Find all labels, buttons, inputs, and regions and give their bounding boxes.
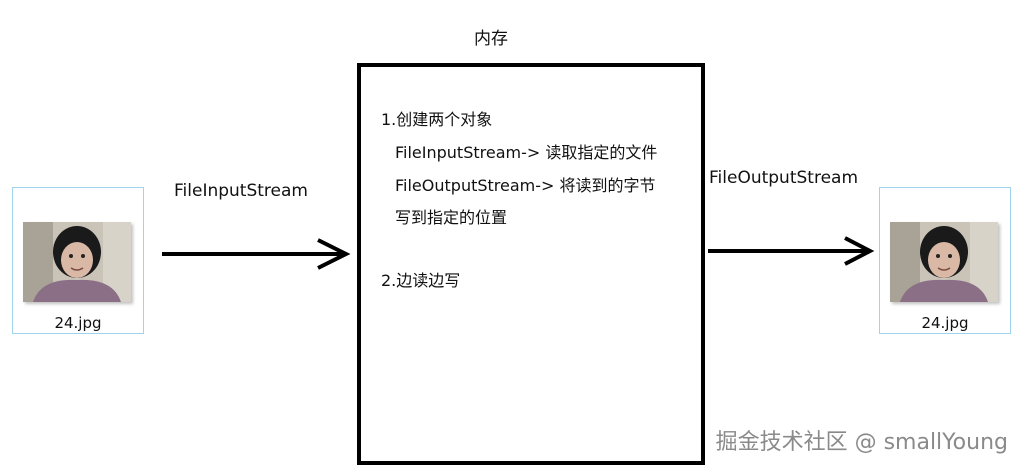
output-stream-label: FileOutputStream (709, 168, 859, 188)
output-arrow-icon (708, 236, 875, 266)
destination-file-card[interactable]: 24.jpg (879, 187, 1011, 334)
input-arrow-icon (162, 238, 351, 270)
photo-thumbnail-icon (890, 222, 998, 302)
input-stream-label: FileInputStream (174, 181, 308, 201)
source-file-card[interactable]: 24.jpg (12, 187, 144, 334)
watermark: 掘金技术社区 @ smallYoung (715, 430, 1008, 455)
photo-thumbnail-icon (23, 222, 131, 302)
memory-box: 1.创建两个对象 FileInputStream-> 读取指定的文件 FileO… (357, 63, 705, 465)
destination-file-name: 24.jpg (921, 314, 969, 332)
step-1-output-stream-cont: 写到指定的位置 (395, 208, 508, 227)
step-1-output-stream: FileOutputStream-> 将读到的字节 (395, 176, 656, 195)
step-1-input-stream: FileInputStream-> 读取指定的文件 (395, 143, 658, 162)
step-2-read-write: 2.边读边写 (381, 271, 461, 290)
source-file-name: 24.jpg (54, 314, 102, 332)
step-1-create-objects: 1.创建两个对象 (381, 110, 493, 129)
memory-title: 内存 (474, 29, 508, 49)
